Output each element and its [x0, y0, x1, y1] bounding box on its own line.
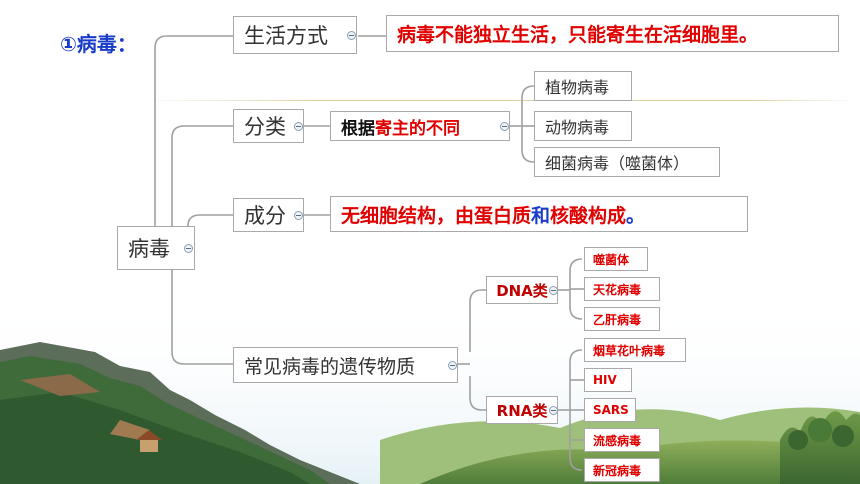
collapse-icon[interactable]: [294, 122, 303, 131]
branch-genetic-material[interactable]: 常见病毒的遗传物质: [233, 347, 458, 383]
branch-composition-label: 成分: [244, 204, 286, 228]
branch-classification-label: 分类: [244, 115, 286, 139]
branch-lifestyle[interactable]: 生活方式: [233, 16, 357, 54]
branch-composition[interactable]: 成分: [233, 198, 304, 232]
virus-name: HIV: [593, 373, 617, 387]
rna-label: RNA类: [496, 401, 548, 420]
collapse-icon[interactable]: [500, 122, 509, 131]
collapse-icon[interactable]: [184, 244, 193, 253]
rna-category[interactable]: RNA类: [486, 396, 558, 424]
dna-category[interactable]: DNA类: [486, 276, 558, 304]
collapse-icon[interactable]: [294, 211, 303, 220]
branch-lifestyle-label: 生活方式: [244, 24, 328, 48]
lifestyle-detail-text: 病毒不能独立生活，只能寄生在活细胞里。: [397, 24, 759, 46]
root-label: 病毒: [128, 237, 170, 261]
composition-detail[interactable]: 无细胞结构，由蛋白质和核酸构成。: [330, 196, 748, 232]
virus-name: 天花病毒: [593, 282, 642, 297]
classification-item[interactable]: 动物病毒: [534, 111, 632, 141]
composition-part2: 核酸构成: [550, 204, 627, 227]
divider-line: [140, 100, 860, 101]
classification-item-label: 植物病毒: [545, 78, 610, 97]
page-title: ①病毒：: [60, 32, 137, 56]
basis-highlight: 寄主的不同: [375, 118, 460, 139]
rna-virus-item[interactable]: 烟草花叶病毒: [584, 338, 686, 362]
rna-virus-item[interactable]: HIV: [584, 368, 632, 392]
branch-genetic-label: 常见病毒的遗传物质: [244, 355, 416, 378]
lifestyle-detail[interactable]: 病毒不能独立生活，只能寄生在活细胞里。: [386, 15, 839, 52]
virus-name: 乙肝病毒: [593, 312, 642, 327]
dna-virus-item[interactable]: 乙肝病毒: [584, 307, 660, 331]
virus-name: SARS: [593, 403, 629, 417]
root-node[interactable]: 病毒: [117, 226, 195, 270]
collapse-icon[interactable]: [448, 361, 457, 370]
collapse-icon[interactable]: [347, 31, 356, 40]
virus-name: 流感病毒: [593, 433, 642, 448]
rna-virus-item[interactable]: 新冠病毒: [584, 458, 660, 482]
virus-name: 噬菌体: [593, 252, 630, 267]
basis-prefix: 根据: [341, 118, 375, 139]
collapse-icon[interactable]: [549, 286, 558, 295]
virus-name: 新冠病毒: [593, 463, 642, 478]
classification-item-label: 动物病毒: [545, 118, 610, 137]
virus-name: 烟草花叶病毒: [593, 343, 666, 358]
collapse-icon[interactable]: [549, 406, 558, 415]
rna-virus-item[interactable]: 流感病毒: [584, 428, 660, 452]
dna-label: DNA类: [496, 281, 548, 300]
rna-virus-item[interactable]: SARS: [584, 398, 636, 422]
branch-classification[interactable]: 分类: [233, 109, 304, 143]
composition-part1: 无细胞结构，由蛋白质: [341, 204, 532, 227]
composition-end: 。: [626, 204, 646, 227]
classification-item[interactable]: 细菌病毒（噬菌体）: [534, 147, 720, 177]
classification-item[interactable]: 植物病毒: [534, 71, 632, 101]
classification-basis[interactable]: 根据寄主的不同: [330, 111, 510, 141]
classification-item-label: 细菌病毒（噬菌体）: [545, 154, 690, 173]
dna-virus-item[interactable]: 天花病毒: [584, 277, 660, 301]
composition-conj: 和: [531, 204, 551, 227]
dna-virus-item[interactable]: 噬菌体: [584, 247, 648, 271]
